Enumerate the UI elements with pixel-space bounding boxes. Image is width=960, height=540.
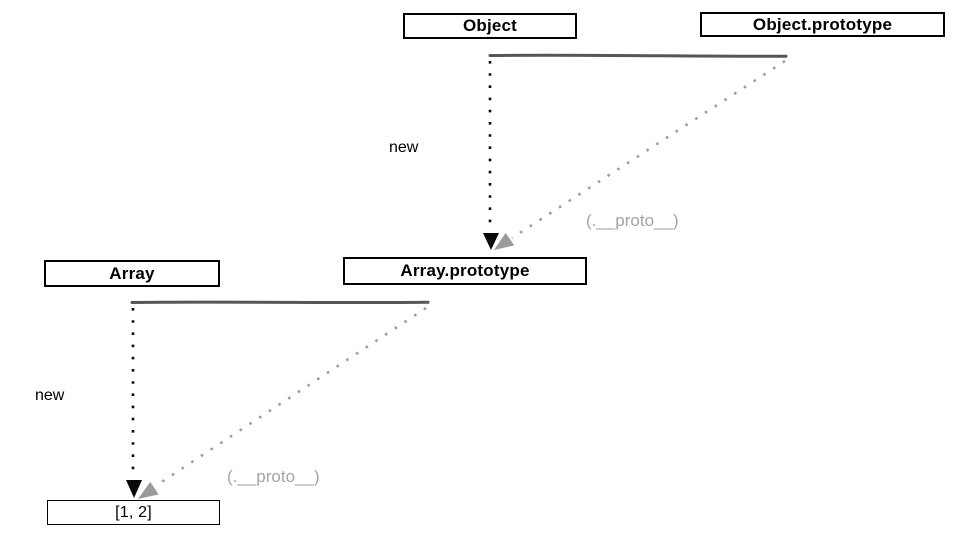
edge-object-new [483, 53, 788, 250]
top-new-arrowhead-icon [483, 233, 499, 250]
edge-label-new-top: new [389, 139, 419, 156]
edge-arrayprototype-proto [138, 306, 427, 499]
node-array-instance: [1, 2] [47, 500, 220, 525]
edge-objectprototype-proto [494, 59, 786, 250]
bottom-proto-dotted-line [156, 306, 427, 487]
edge-label-new-bottom: new [35, 387, 65, 404]
top-proto-dotted-line [511, 59, 786, 240]
bottom-proto-arrowhead-icon [138, 481, 159, 499]
edge-label-proto-bottom: (.__proto__) [227, 467, 320, 486]
edge-array-new [126, 300, 430, 498]
top-solid-bar [488, 53, 788, 58]
bottom-new-arrowhead-icon [126, 480, 142, 498]
node-object-prototype: Object.prototype [700, 12, 945, 37]
node-array-prototype: Array.prototype [343, 257, 587, 285]
top-proto-arrowhead-icon [494, 232, 515, 250]
node-array: Array [44, 260, 220, 287]
node-object: Object [403, 13, 577, 39]
edge-label-proto-top: (.__proto__) [586, 211, 679, 230]
